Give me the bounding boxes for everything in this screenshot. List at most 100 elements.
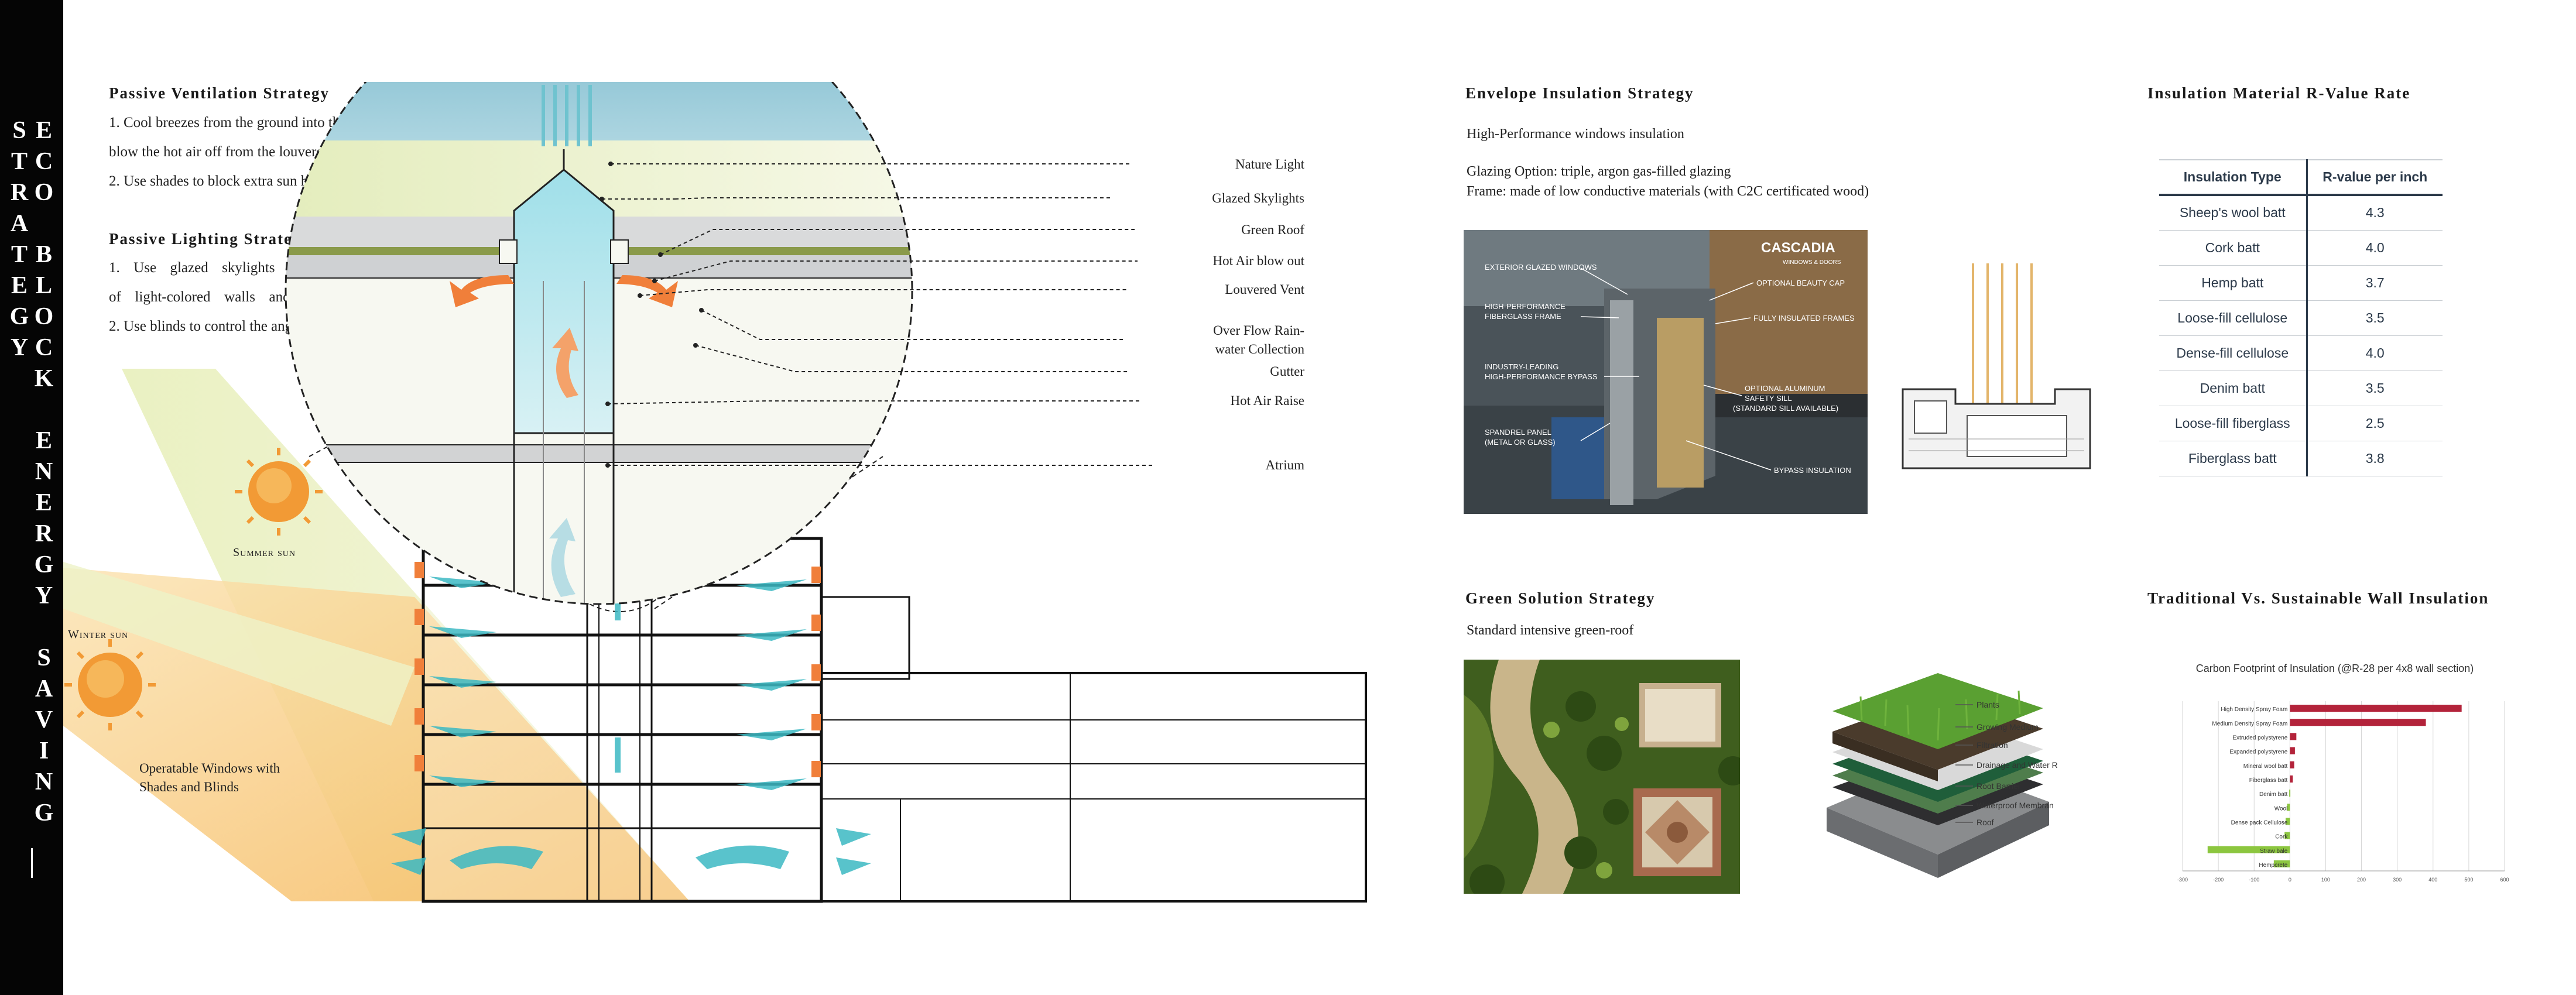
- label-fiberglass-a: HIGH-PERFORMANCE: [1485, 302, 1566, 311]
- chart-tick-label: 600: [2500, 877, 2509, 883]
- green-roof-layers-diagram: [1827, 673, 2049, 878]
- windows-label-line-1: Operatable Windows with: [139, 761, 280, 776]
- rvalue-heading: Insulation Material R-Value Rate: [2147, 84, 2411, 102]
- chart-bar: [2290, 761, 2294, 768]
- rvalue-col-type: Insulation Type: [2159, 159, 2308, 196]
- rvalue-value: 3.7: [2307, 265, 2443, 301]
- envelope-line-2: Glazing Option: triple, argon gas-filled…: [1467, 164, 1731, 179]
- chart-bar: [2287, 804, 2290, 811]
- label-safety-sill-c: (STANDARD SILL AVAILABLE): [1733, 404, 1838, 413]
- chart-bar: [2207, 846, 2290, 853]
- chart-category-label: Mineral wool batt: [2243, 763, 2288, 770]
- layer-label-waterproof: Waterproof Membran: [1976, 801, 2054, 810]
- green-roof-layer-labels: Plants Growing Medium Filtration Drainag…: [1955, 700, 2058, 827]
- callout-dots: [600, 162, 704, 468]
- rvalue-value: 3.8: [2307, 441, 2443, 476]
- roof-garden-photo: [1464, 660, 1740, 894]
- chart-tick-label: -200: [2213, 877, 2224, 883]
- chart-category-label: Extruded polystyrene: [2232, 735, 2287, 741]
- chart-tick-label: -300: [2177, 877, 2188, 883]
- label-spandrel-b: (METAL OR GLASS): [1485, 438, 1556, 447]
- winter-sun-icon: [64, 639, 156, 730]
- chart-bar: [2290, 733, 2297, 740]
- rvalue-value: 3.5: [2307, 300, 2443, 336]
- rvalue-value: 4.0: [2307, 230, 2443, 266]
- wall-heading: Traditional Vs. Sustainable Wall Insulat…: [2147, 589, 2489, 607]
- rvalue-type: Cork batt: [2159, 230, 2308, 266]
- rvalue-type: Fiberglass batt: [2159, 441, 2308, 476]
- envelope-heading: Envelope Insulation Strategy: [1465, 84, 1694, 102]
- summer-sun-icon: [235, 448, 323, 536]
- chart-bar: [2289, 790, 2291, 797]
- rvalue-type: Sheep's wool batt: [2159, 195, 2308, 231]
- green-heading: Green Solution Strategy: [1465, 589, 1656, 607]
- label-insulated-frames: FULLY INSULATED FRAMES: [1753, 314, 1855, 322]
- chart-tick-label: 0: [2289, 877, 2291, 883]
- rvalue-header-row: Insulation Type R-value per inch: [2159, 159, 2443, 196]
- chart-tick-label: 500: [2464, 877, 2473, 883]
- label-safety-sill-a: OPTIONAL ALUMINUM: [1745, 384, 1825, 393]
- chart-category-label: Expanded polystyrene: [2229, 749, 2287, 756]
- vertical-title-rule: [30, 848, 33, 878]
- layer-label-drainage: Drainage and Water R: [1976, 760, 2058, 770]
- detail-magnifier: [286, 82, 912, 604]
- chart-bar: [2290, 747, 2295, 754]
- chart-category-label: High Density Spray Foam: [2221, 706, 2287, 713]
- label-spandrel-a: SPANDREL PANEL: [1485, 428, 1551, 437]
- chart-category-label: Medium Density Spray Foam: [2212, 720, 2287, 727]
- chart-bar: [2284, 832, 2290, 839]
- chart-category-label: Cork: [2275, 834, 2288, 840]
- rvalue-type: Loose-fill fiberglass: [2159, 406, 2308, 441]
- callout-hot-air-blow-out: Hot Air blow out: [1212, 253, 1304, 268]
- rvalue-col-value: R-value per inch: [2307, 159, 2443, 196]
- layer-label-root-barrier: Root Barrier: [1976, 781, 2021, 791]
- envelope-line-1: High-Performance windows insulation: [1467, 126, 1684, 142]
- chart-tick-label: 300: [2393, 877, 2402, 883]
- low-light-beam: [63, 562, 415, 726]
- chart-category-label: Dense pack Cellulose: [2231, 819, 2288, 826]
- callout-leaders: [602, 163, 1152, 466]
- building-section-diagram: Summer sun Winter sun Operatable Windows…: [63, 82, 1367, 903]
- facade-shades: [415, 562, 821, 777]
- chart-bars: [2207, 705, 2462, 867]
- carbon-footprint-chart: Carbon Footprint of Insulation (@R-28 pe…: [2177, 663, 2509, 883]
- chart-bar: [2290, 705, 2462, 712]
- chart-category-label: Fiberglass batt: [2249, 777, 2288, 784]
- cascadia-logo: CASCADIA: [1761, 240, 1835, 256]
- label-safety-sill-b: SAFETY SILL: [1745, 394, 1792, 403]
- cascadia-logo-sub: WINDOWS & DOORS: [1783, 259, 1841, 266]
- summer-sun-label: Summer sun: [233, 546, 296, 559]
- ventilation-heading: Passive Ventilation Strategy: [109, 84, 330, 102]
- callout-gutter: Gutter: [1270, 364, 1304, 379]
- chart-category-label: Hempcrete: [2259, 862, 2287, 869]
- rvalue-table: Insulation Type R-value per inch Sheep's…: [2159, 159, 2443, 476]
- rvalue-value: 3.5: [2307, 370, 2443, 406]
- label-exterior-glazed: EXTERIOR GLAZED WINDOWS: [1485, 263, 1597, 272]
- vertical-title-text: ECO BLOCK ENERGY SAVING STRATEGY: [6, 117, 57, 831]
- label-bypass-b: HIGH-PERFORMANCE BYPASS: [1485, 372, 1598, 381]
- detail-magnifier-border: [285, 82, 913, 605]
- layer-label-roof: Roof: [1976, 818, 1994, 827]
- green-subtitle: Standard intensive green-roof: [1467, 623, 1634, 638]
- layer-label-plants: Plants: [1976, 700, 1999, 709]
- window-system-photo: CASCADIA WINDOWS & DOORS EXTERIOR GLAZED…: [1464, 230, 1868, 514]
- rvalue-value: 2.5: [2307, 406, 2443, 441]
- chart-bar: [2290, 775, 2293, 783]
- layer-label-filtration: Filtration: [1976, 740, 2008, 750]
- rvalue-type: Loose-fill cellulose: [2159, 300, 2308, 336]
- chart-bar: [2286, 818, 2290, 825]
- side-band: [0, 0, 63, 995]
- chart-grid: [2182, 701, 2505, 872]
- chart-tick-label: 200: [2357, 877, 2366, 883]
- rvalue-type: Denim batt: [2159, 370, 2308, 406]
